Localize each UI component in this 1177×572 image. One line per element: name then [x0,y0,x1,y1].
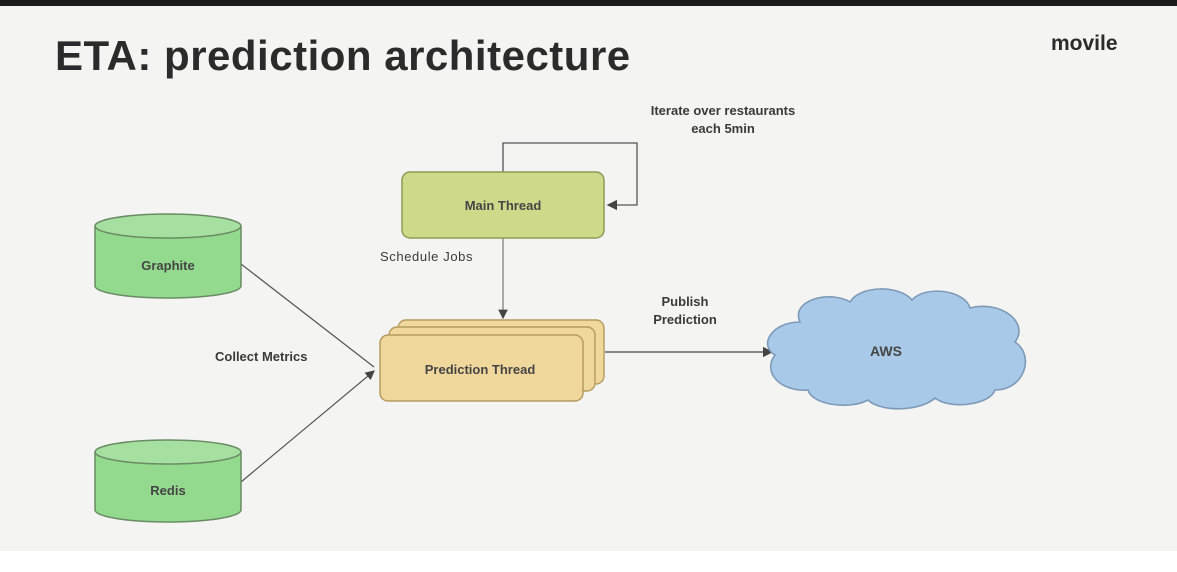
loop-edge-label: Iterate over restaurants each 5min [610,102,836,138]
slide-title: ETA: prediction architecture [55,32,631,79]
collect-metrics-label: Collect Metrics [215,349,308,364]
publish-label-line-2: Prediction [653,312,717,327]
graphite-edge [240,263,375,368]
aws-cloud: AWS [766,288,1027,410]
architecture-diagram: Graphite Redis Main Thread Prediction Th… [94,142,1027,523]
prediction-thread-label: Prediction Thread [425,362,536,377]
graphite-database: Graphite [94,213,242,299]
bottom-band [0,551,1177,572]
loop-label-line-1: Iterate over restaurants [650,103,796,118]
graphite-label: Graphite [141,258,194,273]
redis-database: Redis [94,439,242,523]
publish-prediction-label: Publish Prediction [630,293,740,329]
aws-label: AWS [870,343,902,359]
prediction-thread-node: Prediction Thread [379,319,605,402]
main-thread-label: Main Thread [465,198,542,213]
loop-edge [502,142,638,211]
loop-label-line-2: each 5min [691,121,755,136]
redis-label: Redis [150,483,185,498]
publish-label-line-1: Publish [661,294,709,309]
main-thread-node: Main Thread [401,171,605,239]
movile-logo: movile [1051,32,1118,55]
slide: ETA: prediction architecture movile Grap… [0,6,1177,551]
schedule-jobs-label: Schedule Jobs [380,249,474,264]
redis-edge [240,370,375,483]
